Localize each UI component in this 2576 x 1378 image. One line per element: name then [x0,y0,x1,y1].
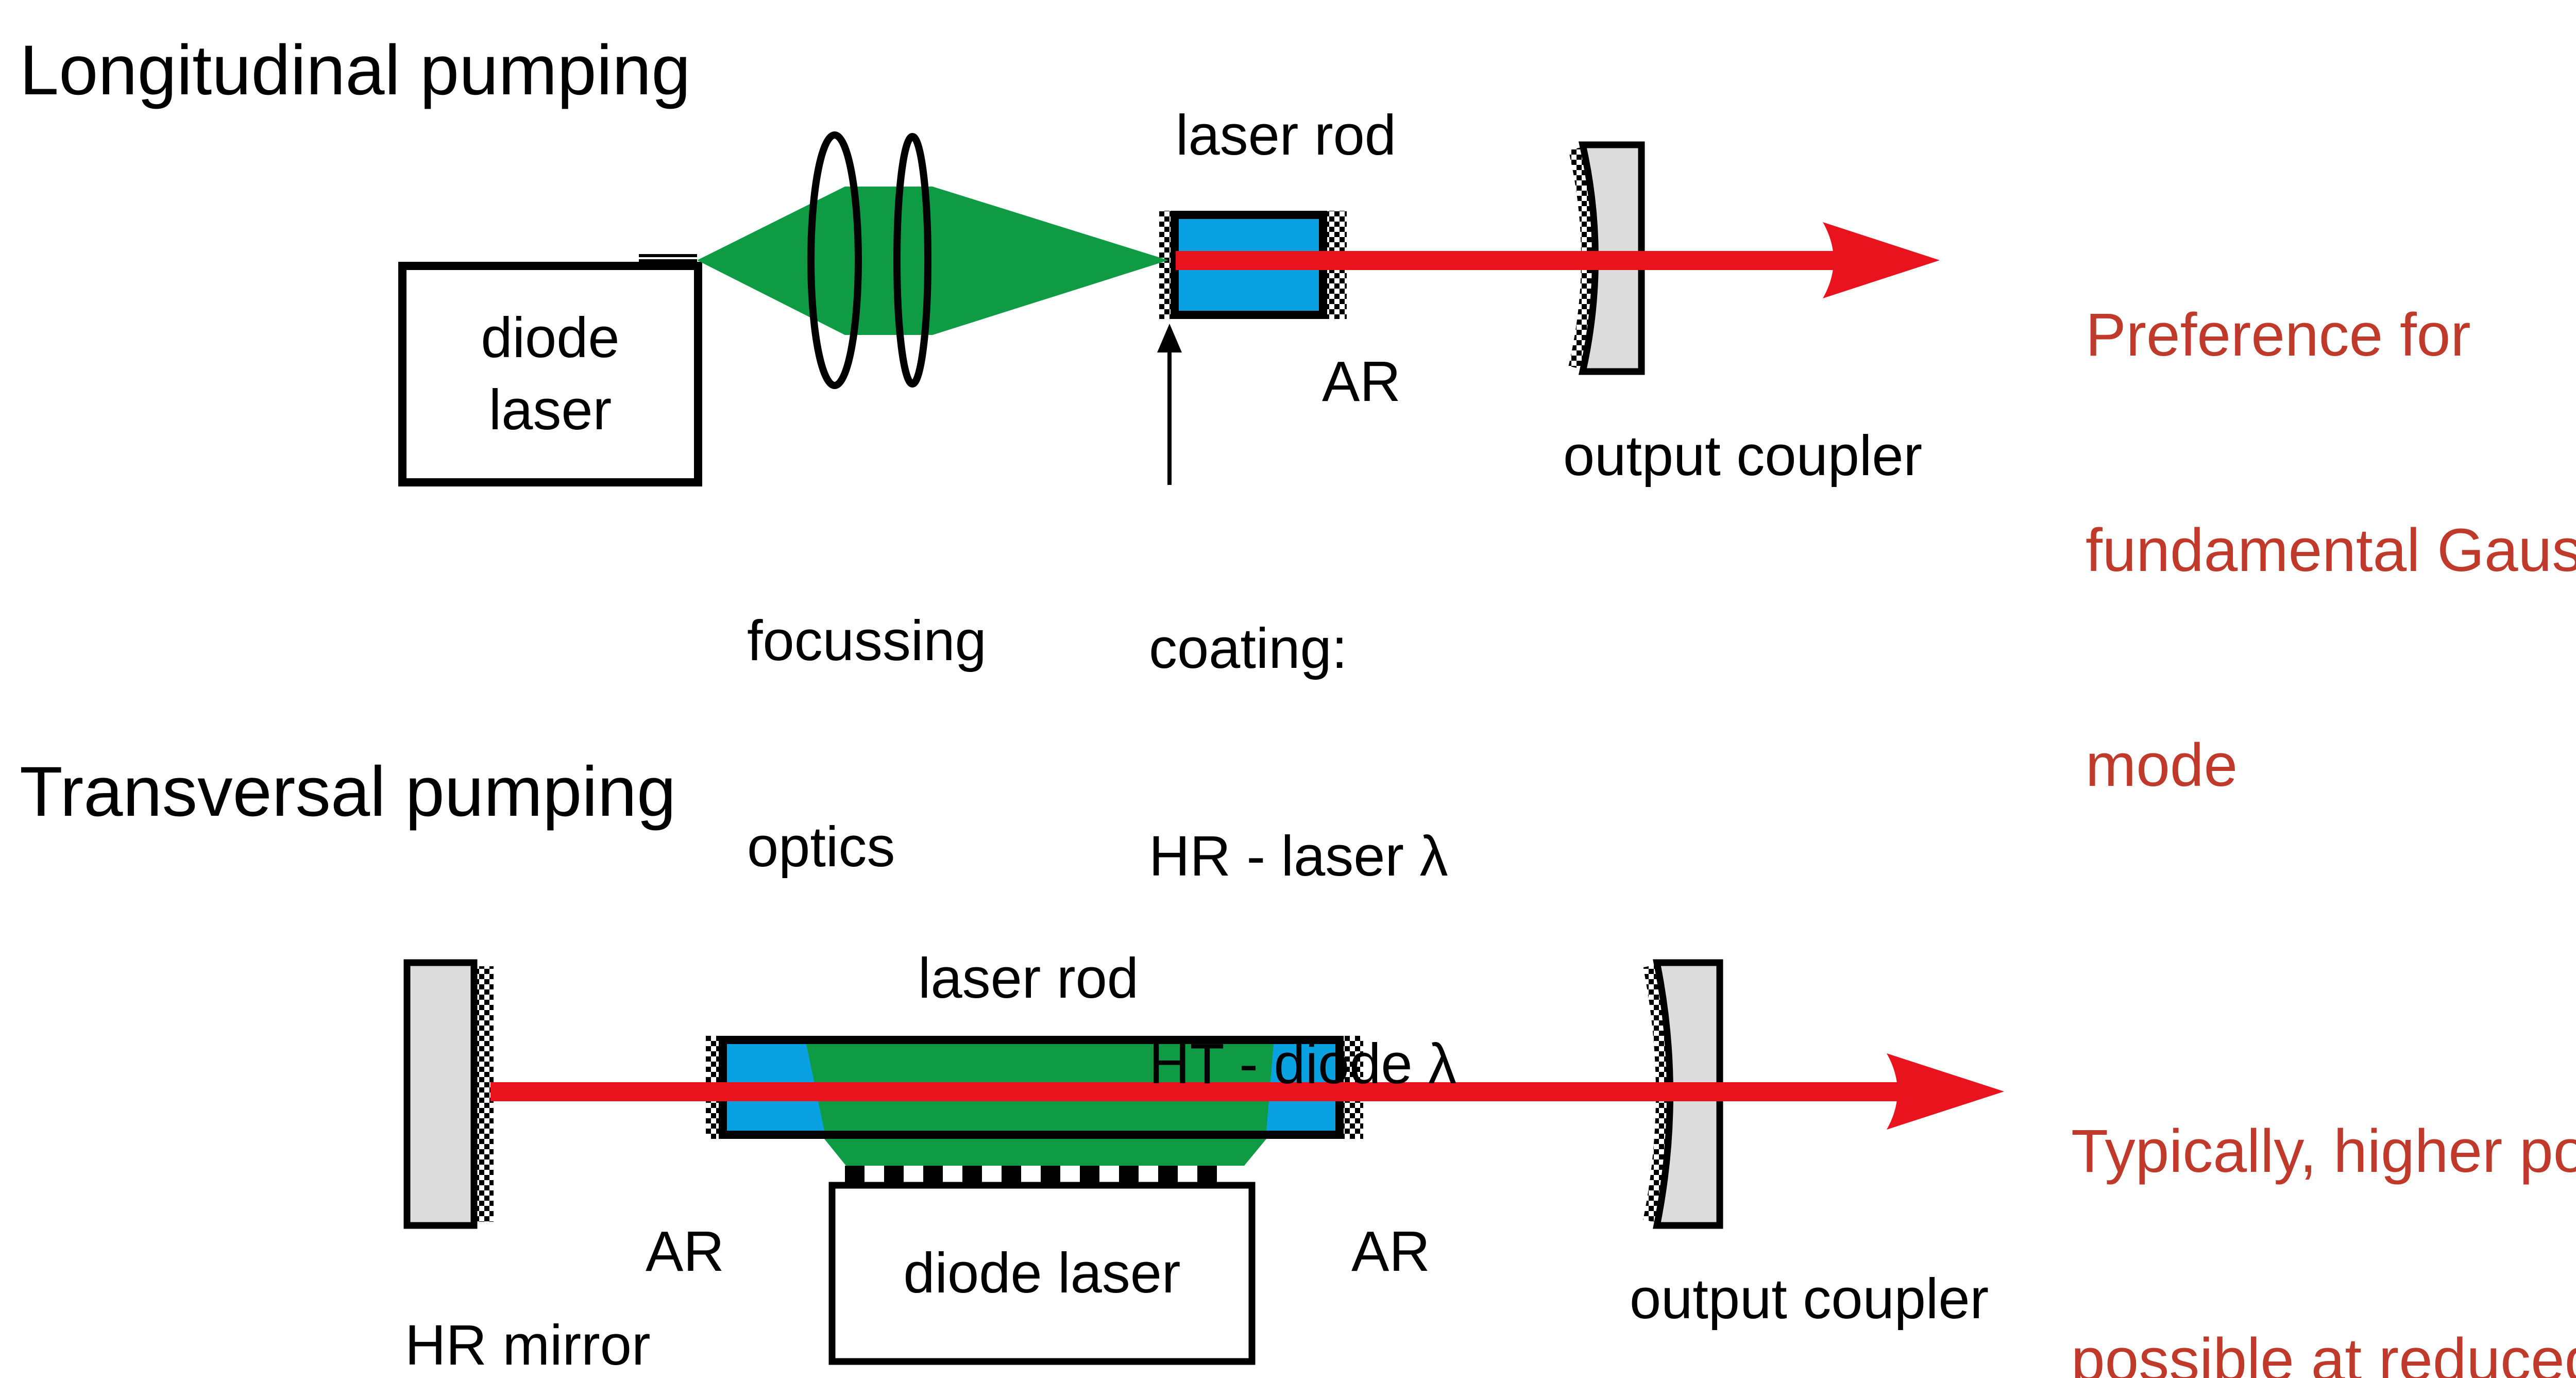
ar-coating-label-right: AR [1351,1220,1430,1283]
lens-icon [807,131,862,389]
coating-note-line1: coating: [1149,617,1348,680]
output-coupler-label: output coupler [1563,424,1923,488]
note-transversal-line1: Typically, higher power [2071,1117,2576,1186]
focussing-optics-line2: optics [747,815,895,879]
ar-coating-label-left: AR [646,1220,724,1283]
diode-laser-box [828,1182,1256,1365]
section-title-transversal: Transversal pumping [20,752,676,831]
diode-laser-box-line2: laser [488,378,612,442]
coating-note-line2: HR - laser λ [1149,825,1448,888]
hr-mirror-label: HR mirror [405,1314,651,1377]
section-title-longitudinal: Longitudinal pumping [20,31,691,110]
note-longitudinal-line2: fundamental Gaussian [2086,516,2576,584]
pump-light-wedge [824,1139,1266,1166]
coating-pointer-arrow [1157,324,1182,485]
output-coupler-label: output coupler [1630,1267,1989,1331]
note-longitudinal-line3: mode [2086,731,2238,800]
focussing-optics-label: focussing optics [747,478,987,1021]
diode-laser-line: diode laser [903,1241,1181,1305]
rod-hr-coating-hatch [1159,211,1173,319]
laser-output-beam [490,1053,2004,1130]
laser-rod-label: laser rod [1176,104,1396,167]
lens-icon [893,133,931,388]
laser-output-beam [1176,222,1940,298]
ar-coating-label: AR [1322,350,1401,413]
note-transversal: Typically, higher power possible at redu… [2071,977,2576,1378]
hr-mirror [403,959,494,1229]
note-longitudinal-line1: Preference for [2086,301,2471,369]
coating-note: coating: HR - laser λ HT - diode λ [1149,486,1456,1239]
coating-note-line3: HT - diode λ [1149,1032,1457,1096]
note-longitudinal: Preference for fundamental Gaussian mode [2086,161,2576,946]
focussing-optics-line1: focussing [747,609,987,673]
diode-laser-box [398,262,702,486]
diode-laser-box-line1: diode [481,306,620,369]
pump-beam [697,187,1168,335]
laser-rod-label: laser rod [918,947,1139,1010]
diode-laser-box-label: diode laser [832,1185,1252,1362]
diode-laser-box-label: diode laser [402,266,698,482]
focussing-lens-icons [807,131,931,389]
diode-emitter-stripes [639,254,697,267]
note-transversal-line2: possible at reduced [2071,1325,2576,1378]
